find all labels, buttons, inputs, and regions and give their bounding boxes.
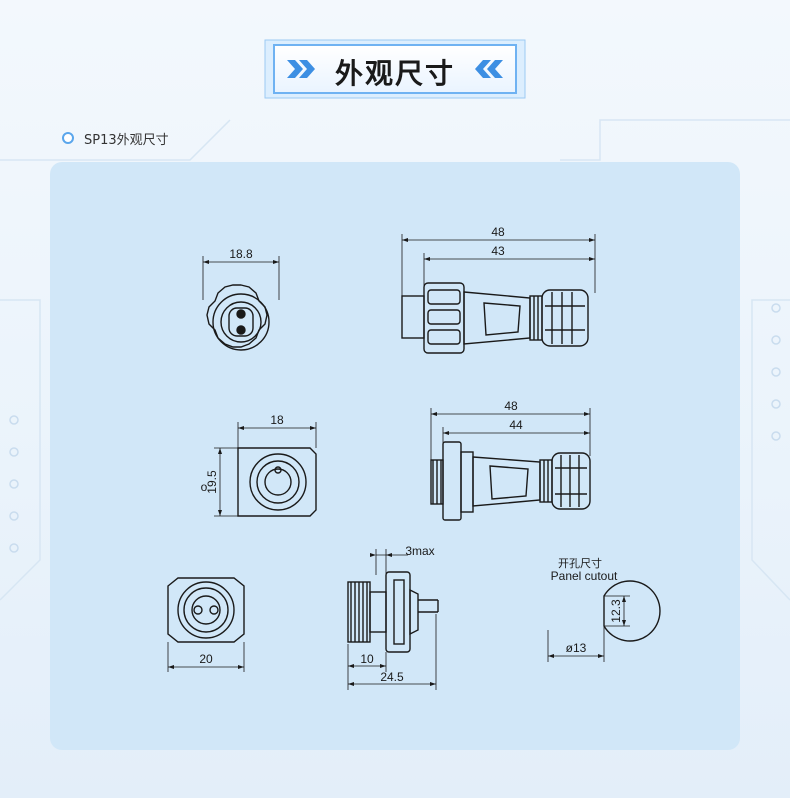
view-socket-side [430, 441, 591, 521]
chevron-right-icon [299, 60, 315, 78]
dim-label: 12.3 [609, 599, 623, 623]
dim-label: 43 [491, 244, 505, 258]
dim-label: ø13 [566, 641, 587, 655]
dim-label: 44 [509, 418, 523, 432]
dim-label: 3max [405, 544, 434, 558]
title-banner: 外观尺寸 [263, 38, 527, 100]
dim-label: 18.8 [229, 247, 253, 261]
dim-label: 48 [491, 225, 505, 239]
dim-label: 24.5 [380, 670, 404, 684]
view-socket-rear [237, 447, 317, 517]
cutout-title-en: Panel cutout [551, 569, 618, 583]
page-title: 外观尺寸 [334, 57, 455, 90]
section-label-text: SP13外观尺寸 [84, 132, 169, 148]
dim-label: 10 [360, 652, 374, 666]
view-plug-front [206, 284, 270, 351]
banner-chevrons [287, 60, 503, 78]
chevron-right-icon [287, 60, 303, 78]
cutout-title-cn: 开孔尺寸 [558, 556, 602, 570]
view-plug-face [167, 577, 245, 643]
dim-label: 19.5 [205, 470, 219, 494]
section-label: SP13外观尺寸 [62, 127, 169, 149]
dim-label: 18 [270, 413, 284, 427]
view-panel-cutout [603, 580, 661, 642]
bullet-icon [62, 132, 74, 144]
chevron-left-icon [487, 60, 503, 78]
view-plug-side [401, 282, 589, 354]
dim-label: 48 [504, 399, 518, 413]
view-panel-socket [347, 571, 439, 653]
dim-label: 20 [199, 652, 213, 666]
chevron-left-icon [475, 60, 491, 78]
dim-marker: o [201, 480, 208, 494]
